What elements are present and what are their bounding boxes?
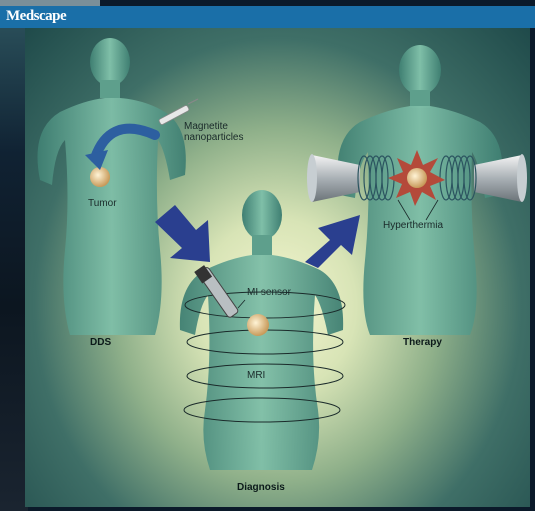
diagnosis-tumor: [247, 314, 269, 336]
tumor-label: Tumor: [88, 198, 117, 209]
mri-label: MRI: [247, 370, 265, 381]
hyperthermia-label: Hyperthermia: [383, 220, 443, 231]
dds-torso: [38, 38, 186, 335]
mi-sensor-label: MI sensor: [247, 287, 291, 298]
therapy-label: Therapy: [403, 337, 442, 348]
magnetite-label-line2: nanoparticles: [184, 132, 243, 143]
magnetite-label: Magnetite nanoparticles: [184, 121, 243, 143]
therapy-tumor: [407, 168, 427, 188]
magnetite-label-line1: Magnetite: [184, 121, 243, 132]
dds-label: DDS: [90, 337, 111, 348]
arrow-dds-to-diagnosis: [155, 205, 210, 262]
arrow-diagnosis-to-therapy: [305, 215, 360, 268]
diagnosis-label: Diagnosis: [237, 482, 285, 493]
